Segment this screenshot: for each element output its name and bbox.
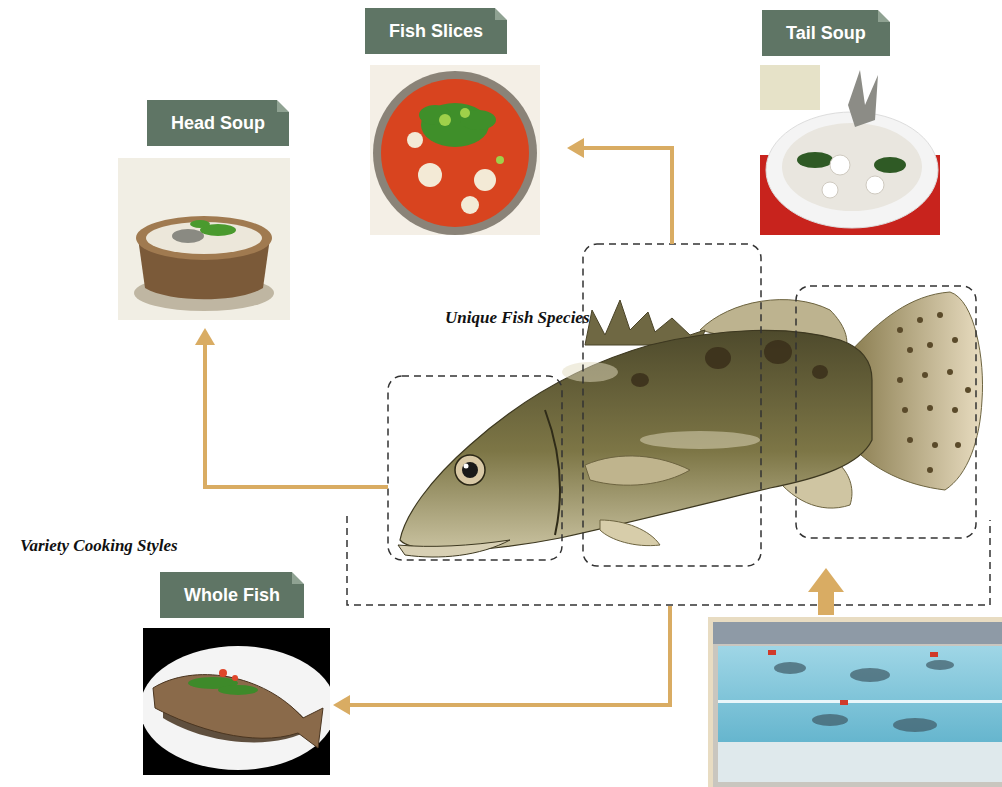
dish-title: Tail Soup [786,23,866,43]
dish-card: Whole Fish [143,572,330,775]
tab-fold [292,572,304,584]
dish-title: Fish Slices [389,21,483,41]
tab-fold [878,10,890,22]
dish-title: Whole Fish [184,585,280,605]
dish-tab: Head Soup [147,100,289,146]
dish-card: Fish Slices [365,8,540,235]
dish-card: Head Soup [118,100,290,320]
styles-label: Variety Cooking Styles [20,536,178,556]
dish-photo [118,158,290,320]
dish-photo [143,628,330,775]
dish-tab: Fish Slices [365,8,507,54]
dish-card: Tail Soup [760,10,940,235]
tab-fold [495,8,507,20]
dish-photo [370,65,540,235]
species-label: Unique Fish Species [445,308,590,328]
dish-tab: Whole Fish [160,572,304,618]
tab-fold [277,100,289,112]
dish-title: Head Soup [171,113,265,133]
dish-photo [760,65,940,235]
dish-tab: Tail Soup [762,10,890,56]
